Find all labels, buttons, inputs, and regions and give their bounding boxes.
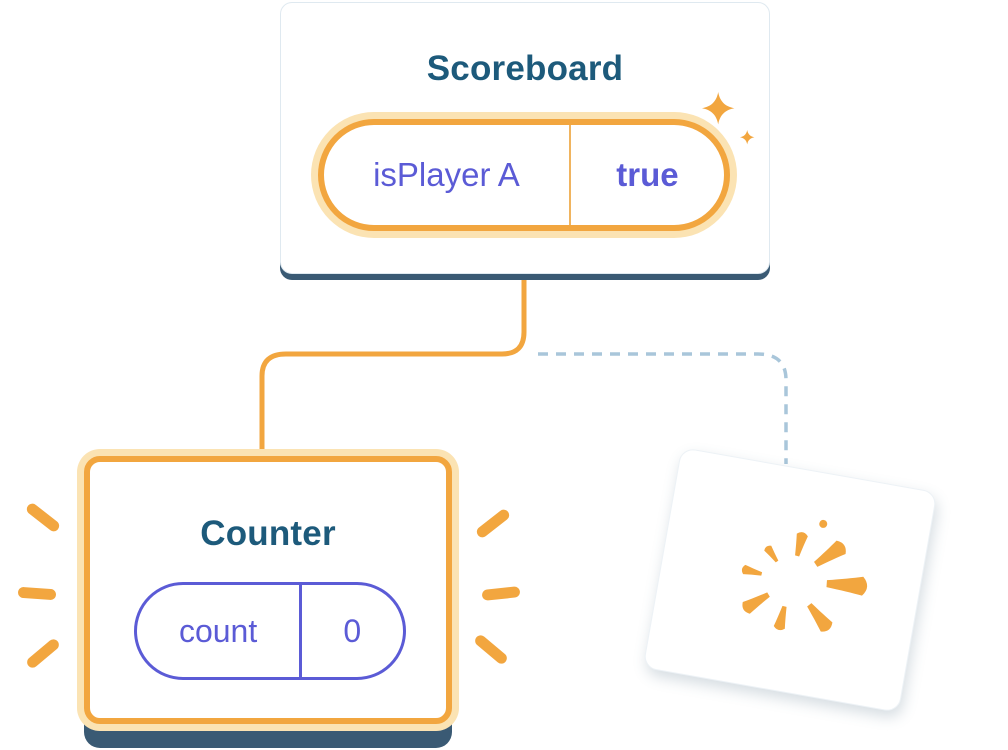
pill-divider xyxy=(299,585,302,677)
removed-component-card xyxy=(642,447,938,713)
scoreboard-state-pill: isPlayer A true xyxy=(318,119,730,231)
removed-branch-connector xyxy=(538,352,788,464)
pill-divider xyxy=(568,125,571,225)
scoreboard-card: Scoreboard isPlayer A true xyxy=(280,2,770,274)
sparkle-icon xyxy=(702,92,755,145)
burst-icon xyxy=(740,519,868,635)
counter-state-pill: count 0 xyxy=(134,582,406,680)
parent-child-connector xyxy=(259,271,527,463)
counter-card: Counter count 0 xyxy=(84,456,452,724)
scoreboard-state-value: true xyxy=(616,156,679,193)
counter-state-value: 0 xyxy=(343,612,362,649)
counter-title: Counter xyxy=(200,514,336,553)
scoreboard-title: Scoreboard xyxy=(426,49,624,88)
scoreboard-state-label: isPlayer A xyxy=(373,156,520,193)
counter-state-label: count xyxy=(178,612,258,649)
